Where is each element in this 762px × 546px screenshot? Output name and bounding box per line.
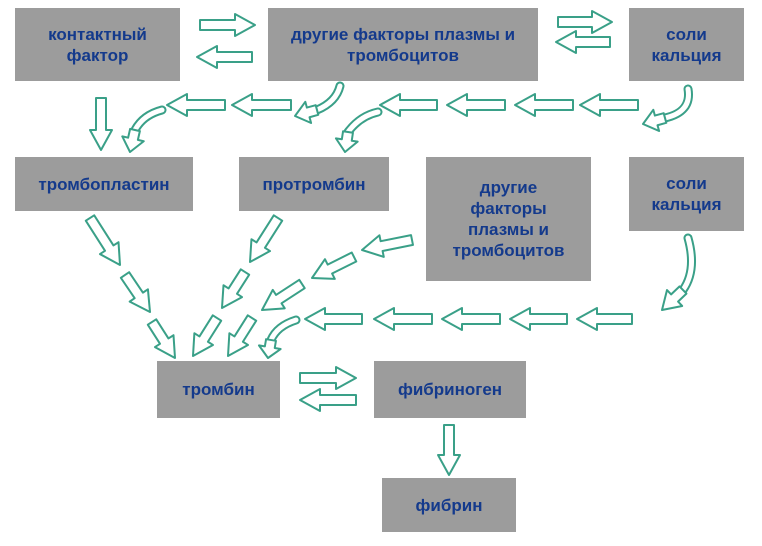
arrow-chain-bottom-2 bbox=[509, 307, 568, 331]
arrow-mid-factors-1 bbox=[360, 234, 414, 258]
arrow-thromboplastin-3 bbox=[146, 318, 177, 360]
arrow-thromboplastin-2 bbox=[119, 271, 152, 314]
prothrombin-label: протромбин bbox=[262, 174, 366, 194]
arrow-calcium-down bbox=[660, 285, 688, 311]
box-other-factors-top: другие факторы плазмы и тромбоцитов bbox=[268, 8, 538, 81]
arrow-chain-to-prothrombin-tail-fill bbox=[345, 109, 381, 135]
arrow-chain-top-3 bbox=[446, 93, 506, 117]
arrow-fibrinogen-to-fibrin bbox=[437, 424, 461, 476]
arrow-chain-to-thrombin bbox=[257, 338, 282, 359]
arrow-chain-top-2 bbox=[514, 93, 574, 117]
arrow-prothrombin-1 bbox=[249, 214, 284, 263]
arrow-contact-to-thromboplastin bbox=[89, 97, 113, 151]
arrow-calcium-to-factors bbox=[555, 30, 611, 54]
arrow-factors-to-calcium bbox=[557, 10, 613, 34]
contact-factor-label: контактный фактор bbox=[48, 24, 147, 65]
arrow-factors-down-curve bbox=[293, 100, 320, 125]
arrow-thrombin-to-fibrinogen bbox=[299, 366, 357, 390]
arrow-chain-top-4 bbox=[379, 93, 438, 117]
fibrinogen-label: фибриноген bbox=[397, 380, 503, 399]
arrow-prothrombin-3 bbox=[192, 314, 223, 357]
thromboplastin-label: тромбопластин bbox=[38, 174, 170, 194]
other-factors-top-label: другие факторы плазмы и тромбоцитов bbox=[290, 24, 516, 65]
arrow-factors-to-contact bbox=[196, 45, 253, 69]
arrow-chain-to-prothrombin bbox=[334, 130, 359, 154]
box-thromboplastin: тромбопластин bbox=[15, 157, 193, 211]
arrow-chain-to-thromboplastin bbox=[121, 127, 145, 153]
box-prothrombin: протромбин bbox=[239, 157, 389, 211]
fibrin-label: фибрин bbox=[415, 495, 483, 515]
arrow-chain-top-curve-tail-fill bbox=[662, 86, 692, 121]
arrow-chain-bottom-4 bbox=[373, 307, 433, 331]
arrow-contact-to-factors bbox=[199, 13, 256, 37]
arrow-chain-top-curve bbox=[641, 108, 668, 133]
arrow-mid-factors-2 bbox=[310, 251, 358, 280]
box-fibrin: фибрин bbox=[382, 478, 516, 532]
calcium-top-label: соли кальция bbox=[651, 24, 722, 65]
box-contact-factor: контактный фактор bbox=[15, 8, 180, 81]
box-calcium-top: соли кальция bbox=[629, 8, 744, 81]
arrow-prothrombin-2 bbox=[220, 268, 251, 310]
arrow-fibrinogen-to-thrombin bbox=[299, 388, 357, 412]
other-factors-mid-label: другие факторы плазмы и тромбоцитов bbox=[452, 178, 565, 260]
arrow-factors-down-curve-tail-fill bbox=[314, 83, 343, 113]
arrow-thromboplastin-1 bbox=[84, 214, 121, 267]
arrow-chain-top-5 bbox=[231, 93, 292, 117]
box-calcium-mid: соли кальция bbox=[629, 157, 744, 231]
arrow-chain-to-thromboplastin-tail-fill bbox=[132, 107, 165, 133]
arrow-mid-factors-4 bbox=[227, 314, 258, 357]
thrombin-label: тромбин bbox=[182, 380, 255, 399]
arrow-chain-bottom-3 bbox=[441, 307, 501, 331]
box-thrombin: тромбин bbox=[157, 361, 280, 418]
arrow-chain-bottom-1 bbox=[576, 307, 633, 331]
calcium-mid-label: соли кальция bbox=[651, 174, 722, 214]
arrow-chain-bottom-5 bbox=[304, 307, 363, 331]
box-other-factors-mid: другие факторы плазмы и тромбоцитов bbox=[426, 157, 591, 281]
arrow-calcium-down-tail-fill bbox=[680, 235, 695, 293]
arrow-chain-top-6 bbox=[166, 93, 226, 117]
arrow-chain-top-1 bbox=[579, 93, 639, 117]
arrow-chain-to-thrombin-tail-fill bbox=[268, 317, 299, 343]
arrow-mid-factors-3 bbox=[260, 278, 306, 311]
box-fibrinogen: фибриноген bbox=[374, 361, 526, 418]
